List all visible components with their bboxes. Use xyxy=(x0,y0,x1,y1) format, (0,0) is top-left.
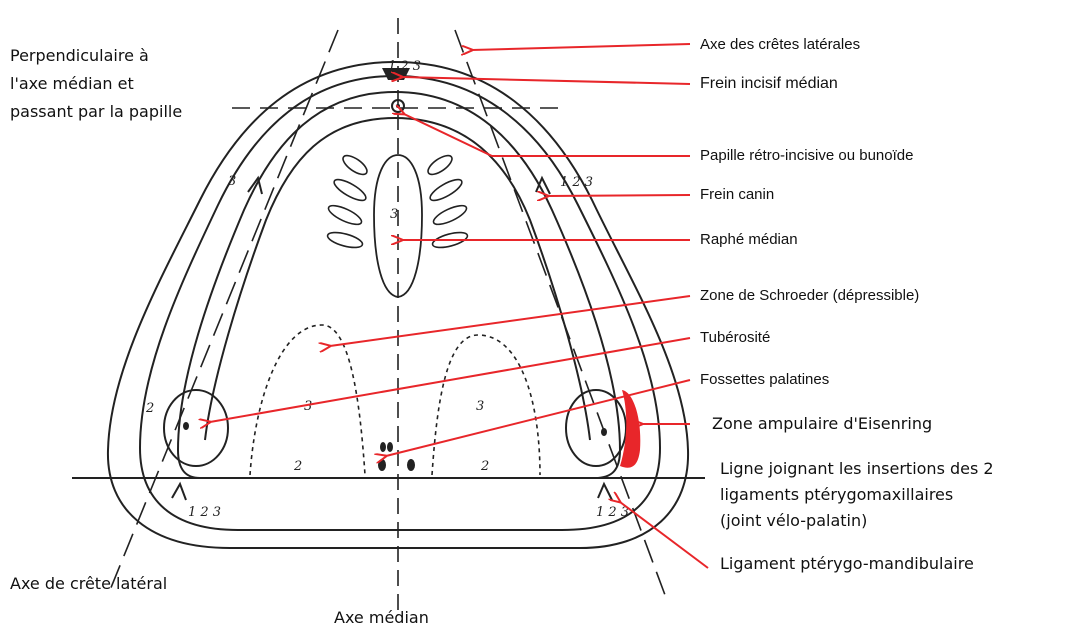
zone-number: 1 2 3 xyxy=(596,505,629,520)
schroeder-zones xyxy=(250,325,540,475)
arrow-ligament xyxy=(620,502,708,568)
label-axe-crete-lateral: Axe de crête latéral xyxy=(10,574,167,593)
label-schroeder: Zone de Schroeder (dépressible) xyxy=(700,287,919,304)
label-papille: Papille rétro-incisive ou bunoïde xyxy=(700,147,913,164)
label-raphe: Raphé médian xyxy=(700,231,798,248)
zone-number: 3 xyxy=(476,399,484,414)
arrow-axe-cretes xyxy=(472,44,690,50)
label-ligne-joignant: Ligne joignant les insertions des 2 liga… xyxy=(720,456,994,534)
label-axe-cretes-laterales: Axe des crêtes latérales xyxy=(700,36,860,53)
zone-number: 2 xyxy=(480,459,489,474)
zone-number: 1 2 3 xyxy=(188,505,221,520)
zone-number: 2 xyxy=(145,401,154,416)
zone-number: 3 xyxy=(304,399,312,414)
label-eisenring: Zone ampulaire d'Eisenring xyxy=(712,414,932,433)
leader-arrows xyxy=(210,44,708,568)
eisenring-zone xyxy=(620,390,640,468)
label-axe-median: Axe médian xyxy=(334,608,429,627)
label-tuberosite: Tubérosité xyxy=(700,329,770,346)
label-ligament: Ligament ptérygo-mandibulaire xyxy=(720,554,974,573)
arrow-schroeder xyxy=(330,296,690,346)
label-perpendiculaire: Perpendiculaire à l'axe médian et passan… xyxy=(10,42,182,126)
arrow-fossettes xyxy=(386,380,690,456)
incisive-frenum xyxy=(382,68,410,112)
zone-number: 1 2 3 xyxy=(560,175,593,190)
label-fossettes: Fossettes palatines xyxy=(700,371,829,388)
label-frein-incisif: Frein incisif médian xyxy=(700,75,838,93)
right-tuberosity xyxy=(566,390,626,466)
zone-number: 3 xyxy=(390,207,398,222)
palatine-fossettes xyxy=(378,442,415,471)
left-tuberosity xyxy=(164,390,228,466)
arrow-papille xyxy=(404,114,690,156)
zone-number: 3 xyxy=(228,174,236,189)
arrow-frein-canin xyxy=(548,195,690,196)
label-frein-canin: Frein canin xyxy=(700,186,774,203)
zone-number: 2 xyxy=(293,459,302,474)
arrow-tuberosite xyxy=(210,338,690,422)
zone-number: 1 2 3 xyxy=(388,59,421,74)
